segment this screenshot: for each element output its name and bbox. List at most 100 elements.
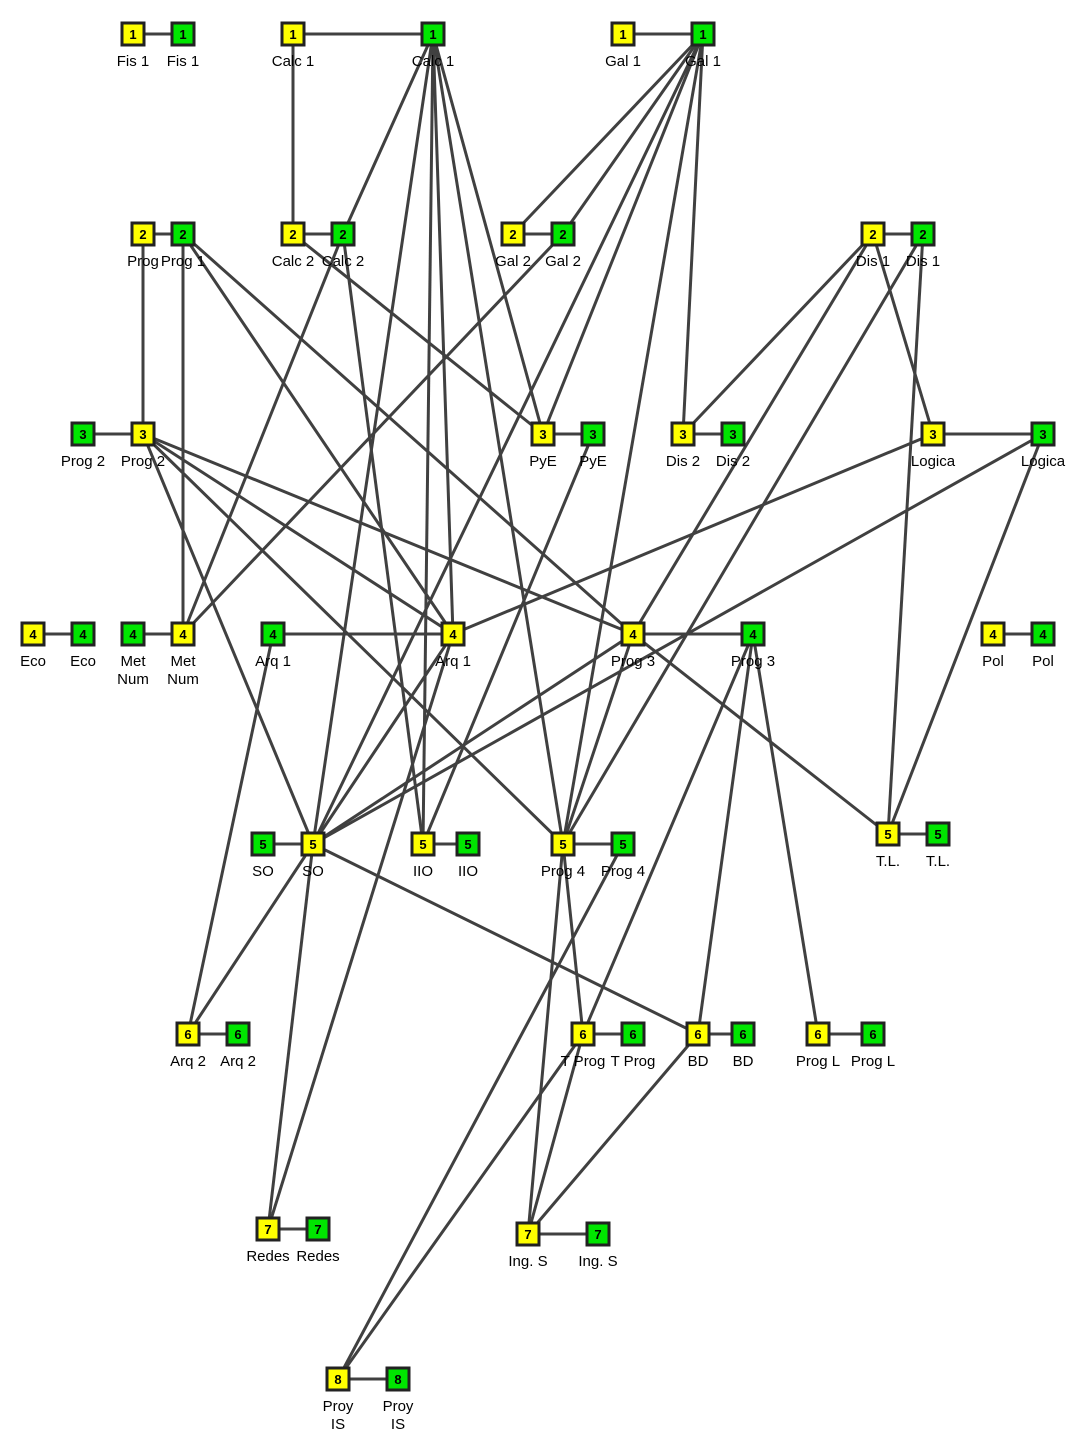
- node-level: 7: [524, 1227, 531, 1242]
- edge-g_prog1-y_arq1: [181, 233, 455, 635]
- node-box: [330, 221, 356, 247]
- node-box: [550, 221, 576, 247]
- node-box: [620, 621, 646, 647]
- node-level: 5: [934, 827, 941, 842]
- node-g_bd[interactable]: 6BD: [730, 1021, 756, 1070]
- node-y_tprog[interactable]: 6T Prog: [561, 1021, 606, 1070]
- node-g_so[interactable]: 5SO: [250, 831, 276, 880]
- node-box: [385, 1366, 411, 1392]
- node-label: Prog 2: [61, 453, 105, 470]
- node-level: 1: [619, 27, 626, 42]
- node-box: [980, 621, 1006, 647]
- node-box: [225, 1021, 251, 1047]
- node-box: [515, 1221, 541, 1247]
- edge-g_logica-y_so: [312, 432, 1044, 846]
- node-box: [280, 221, 306, 247]
- node-y_tl[interactable]: 5T.L.: [875, 821, 901, 870]
- node-g_tprog[interactable]: 6T Prog: [611, 1021, 656, 1070]
- node-level: 8: [394, 1372, 401, 1387]
- node-box: [730, 1021, 756, 1047]
- node-label: T.L.: [926, 853, 950, 870]
- node-label: Pol: [1032, 653, 1054, 670]
- node-level: 4: [179, 627, 187, 642]
- node-label: Prog 3: [611, 653, 655, 670]
- node-g_tl[interactable]: 5T.L.: [925, 821, 951, 870]
- edge-g_prog4-y_proyis: [336, 843, 625, 1380]
- node-label: Prog 4: [601, 863, 645, 880]
- node-box: [805, 1021, 831, 1047]
- node-box: [860, 1021, 886, 1047]
- node-y_bd[interactable]: 6BD: [685, 1021, 711, 1070]
- node-level: 8: [334, 1372, 341, 1387]
- node-label: Eco: [70, 653, 96, 670]
- node-level: 7: [314, 1222, 321, 1237]
- node-label: Prog: [127, 253, 159, 270]
- node-label: Gal 1: [605, 53, 641, 70]
- node-box: [300, 831, 326, 857]
- edge-y_bd-y_ings: [526, 1033, 700, 1235]
- node-box: [920, 421, 946, 447]
- edge-g_gal1-g_gal2: [561, 33, 705, 235]
- node-box: [910, 221, 936, 247]
- edge-y_calc2-y_pye: [292, 232, 544, 436]
- node-label: Prog 2: [121, 453, 165, 470]
- edge-g_gal1-y_prog4: [561, 33, 705, 845]
- node-level: 6: [739, 1027, 746, 1042]
- node-box: [610, 831, 636, 857]
- node-y_so[interactable]: 5SO: [300, 831, 326, 880]
- node-box: [255, 1216, 281, 1242]
- node-box: [130, 221, 156, 247]
- node-label: Proy: [383, 1398, 414, 1415]
- edge-g_pye-y_iio: [421, 433, 595, 845]
- edge-y_prog3-y_so: [312, 632, 634, 846]
- edge-y_tprog-y_ings: [526, 1033, 585, 1235]
